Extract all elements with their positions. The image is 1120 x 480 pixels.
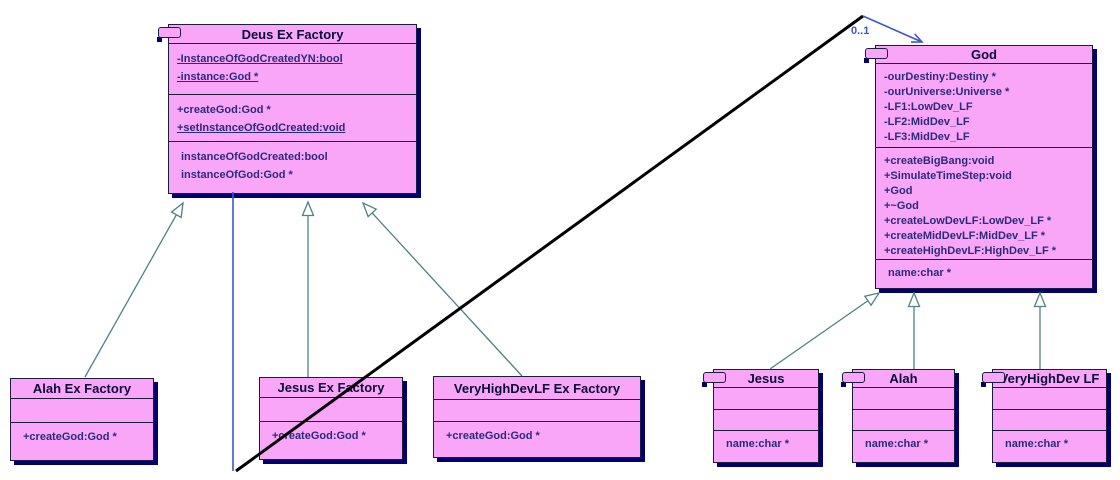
class-member: +createLowDevLF:LowDev_LF * [884,215,1052,227]
class-section: instanceOfGodCreated:bool instanceOfGod:G… [169,141,416,193]
class-member: +createMidDevLF:MidDev_LF * [884,230,1046,242]
class-member: name:char * [888,267,951,279]
inheritance-arrow[interactable] [84,201,184,378]
class-section: name:char * [876,259,1092,288]
class-veryhighdev-lf[interactable]: VeryHighDev LF name:char * [981,369,1107,463]
class-title: Alah [853,370,954,388]
class-section [853,409,954,430]
class-jesus-ex-factory[interactable]: Jesus Ex Factory +createGod:God * [259,377,403,460]
class-member: +createBigBang:void [884,155,995,167]
class-alah[interactable]: Alah name:char * [841,369,955,463]
class-alah-ex-factory[interactable]: Alah Ex Factory +createGod:God * [10,378,154,461]
class-section: +createGod:God * +setInstanceOfGodCreated… [169,94,416,141]
class-member: +createGod:God * [23,431,117,443]
class-member: -LF3:MidDev_LF [884,131,970,143]
class-member: -InstanceOfGodCreatedYN:bool [177,53,343,65]
class-section: name:char * [714,430,818,462]
class-member: name:char * [1005,438,1068,450]
class-member: -ourUniverse:Universe * [884,86,1010,98]
inheritance-arrow[interactable] [361,201,523,377]
class-section [11,399,153,422]
class-member: +createGod:God * [272,430,366,442]
class-icon [157,27,181,42]
class-title: Jesus Ex Factory [260,378,402,398]
class-jesus[interactable]: Jesus name:char * [702,369,819,463]
class-section [260,398,402,421]
association-line[interactable] [862,15,924,43]
class-title: VeryHighDevLF Ex Factory [434,377,640,400]
inheritance-arrow[interactable] [769,292,881,370]
class-member: -instance:God * [177,71,259,83]
class-title: Deus Ex Factory [169,25,416,44]
class-section: +createGod:God * [260,421,402,459]
class-god[interactable]: God -ourDestiny:Destiny * -ourUniverse:Uni… [864,45,1093,289]
class-veryhighdevlf-ex-factory[interactable]: VeryHighDevLF Ex Factory +createGod:God * [433,376,641,458]
class-member: instanceOfGod:God * [181,169,293,181]
class-member: +createGod:God * [177,104,271,116]
class-section [993,409,1106,430]
class-member: +setInstanceOfGodCreated:void [177,122,346,134]
class-section [434,400,640,421]
class-section: name:char * [853,430,954,462]
class-member: name:char * [726,438,789,450]
class-section [714,388,818,409]
class-section: +createBigBang:void +SimulateTimeStep:voi… [876,147,1092,259]
class-title: VeryHighDev LF [993,370,1106,388]
class-member: -LF1:LowDev_LF [884,101,973,113]
class-section [853,388,954,409]
class-deus-ex-factory[interactable]: Deus Ex Factory-InstanceOfGodCreatedYN:b… [157,24,417,194]
class-title: Alah Ex Factory [11,379,153,399]
class-section: +createGod:God * [434,421,640,457]
class-member: +createGod:God * [446,430,540,442]
class-title: Jesus [714,370,818,388]
multiplicity-label: 0..1 [851,25,870,37]
class-section: -ourDestiny:Destiny * -ourUniverse:Univer… [876,64,1092,147]
class-section [714,409,818,430]
class-member: name:char * [865,438,928,450]
class-section: name:char * [993,430,1106,462]
class-icon [864,48,888,63]
class-member: +~God [884,200,919,212]
class-section: +createGod:God * [11,422,153,460]
class-member: -ourDestiny:Destiny * [884,71,996,83]
class-member: -LF2:MidDev_LF [884,116,970,128]
class-member: +createHighDevLF:HighDev_LF * [884,245,1057,257]
class-section: -InstanceOfGodCreatedYN:bool -instance:Go… [169,44,416,94]
class-title: God [876,46,1092,64]
class-icon [981,372,1005,387]
class-icon [702,372,726,387]
class-section [993,388,1106,409]
class-icon [841,372,865,387]
class-member: +SimulateTimeStep:void [884,170,1012,182]
class-member: +God [884,185,913,197]
class-member: instanceOfGodCreated:bool [181,151,328,163]
